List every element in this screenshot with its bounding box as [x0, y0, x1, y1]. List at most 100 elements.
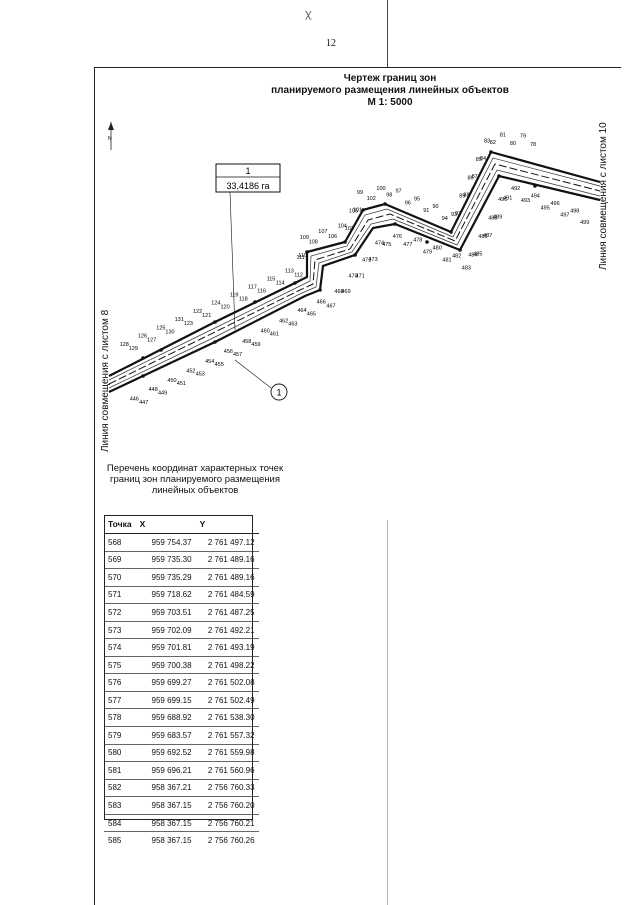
title-line-1: Чертеж границ зон: [343, 73, 437, 84]
point-cell: 573: [104, 620, 136, 639]
header-mark: ꭓ: [305, 8, 312, 20]
point-label: 463: [288, 321, 297, 327]
point-label: 91: [423, 208, 429, 214]
point-label: 450: [167, 378, 176, 384]
fold-line: [387, 0, 388, 68]
point-cell: 578: [104, 708, 136, 727]
point-label: 466: [317, 299, 326, 305]
x-cell: 959 735.29: [135, 568, 196, 587]
point-cell: 584: [104, 813, 136, 832]
point-label: 113: [285, 268, 294, 274]
point-label: 111: [297, 255, 305, 261]
point-label: 108: [309, 240, 318, 246]
point-label: 122: [193, 309, 202, 315]
point-label: 486: [478, 234, 487, 240]
point-label: 472: [362, 257, 371, 263]
point-label: 497: [560, 213, 569, 219]
x-cell: 958 367.15: [135, 813, 196, 832]
x-cell: 958 367.15: [135, 831, 196, 849]
point-label: 461: [270, 332, 279, 338]
point-label: 496: [551, 201, 560, 207]
boundary-drawing: N 1 33,4186 га 1 12812912612712513013112…: [108, 122, 601, 406]
y-cell: 2 761 498.22: [195, 655, 259, 674]
y-cell: 2 756 760.20: [195, 796, 259, 815]
boundary-upper-line: [108, 150, 601, 377]
point-label: 470: [349, 273, 358, 279]
y-cell: 2 756 760.26: [195, 831, 259, 849]
point-label: 488: [488, 216, 497, 222]
point-label: 95: [414, 196, 420, 202]
x-cell: 959 702.09: [135, 620, 196, 639]
point-label: 457: [233, 352, 242, 358]
inner-line-2: [108, 169, 601, 389]
point-label: 103: [345, 226, 354, 232]
title-scale: М 1: 5000: [367, 97, 413, 108]
point-label: 124: [211, 301, 220, 307]
header-y: Y: [195, 515, 259, 534]
point-cell: 579: [104, 726, 136, 745]
point-label: 86: [468, 175, 474, 181]
header-point: Точка: [104, 515, 136, 534]
point-label: 494: [531, 194, 540, 200]
point-label: 453: [196, 372, 205, 378]
point-label: 447: [139, 400, 148, 406]
point-cell: 580: [104, 743, 136, 762]
point-label: 478: [413, 237, 422, 243]
x-cell: 959 701.81: [135, 638, 196, 657]
point-label: 473: [369, 257, 378, 263]
point-label: 79: [520, 133, 526, 139]
header-x: X: [135, 515, 196, 534]
point-label: 120: [221, 305, 230, 311]
point-label: 452: [186, 368, 195, 374]
x-cell: 959 718.62: [135, 585, 196, 604]
point-cell: 569: [104, 550, 136, 569]
point-label: 477: [403, 242, 412, 248]
point-cell: 576: [104, 673, 136, 692]
point-label: 464: [298, 308, 307, 314]
y-cell: 2 761 484.59: [195, 585, 259, 604]
y-cell: 2 761 557.32: [195, 726, 259, 745]
point-label: 100: [376, 186, 385, 192]
point-label: 129: [129, 346, 138, 352]
y-cell: 2 761 497.12: [195, 533, 259, 552]
point-label: 458: [242, 339, 251, 345]
point-cell: 571: [104, 585, 136, 604]
point-label: 495: [541, 205, 550, 211]
x-cell: 958 367.21: [135, 778, 196, 797]
point-label: 449: [158, 391, 167, 397]
point-cell: 583: [104, 796, 136, 815]
fold-line-lower: [387, 520, 388, 905]
point-label: 102: [367, 196, 376, 202]
point-label: 489: [493, 214, 502, 220]
x-cell: 959 754.37: [135, 533, 196, 552]
point-label: 474: [375, 241, 384, 247]
point-cell: 570: [104, 568, 136, 587]
point-label: 465: [307, 311, 316, 317]
point-label: 460: [261, 329, 270, 335]
table-header-row: Точка X Y: [104, 515, 259, 534]
point-label: 109: [300, 235, 309, 241]
callout-number: 1: [276, 388, 281, 398]
point-label: 131: [175, 317, 184, 323]
point-label: 491: [503, 196, 512, 202]
x-cell: 959 699.15: [135, 690, 196, 709]
point-label: 97: [396, 188, 402, 194]
point-label: 125: [156, 325, 165, 331]
callout-marker: 1: [234, 359, 288, 401]
point-label: 469: [342, 289, 351, 295]
point-label: 107: [318, 229, 327, 235]
point-label: 451: [177, 381, 186, 387]
x-cell: 959 735.30: [135, 550, 196, 569]
point-label: 459: [251, 342, 260, 348]
point-cell: 574: [104, 638, 136, 657]
y-cell: 2 761 492.21: [195, 620, 259, 639]
point-label: 82: [490, 140, 496, 146]
point-label: 98: [386, 193, 392, 199]
point-label: 90: [433, 204, 439, 210]
